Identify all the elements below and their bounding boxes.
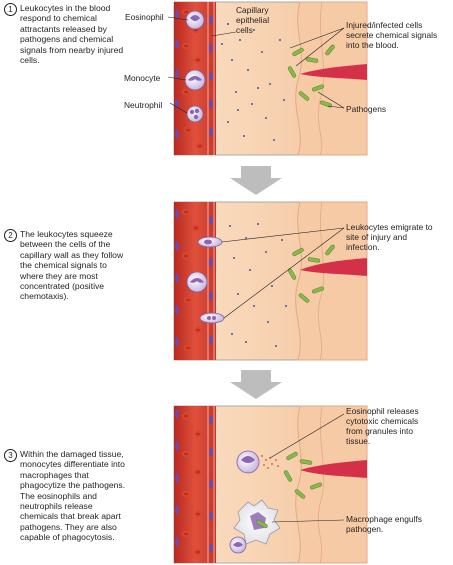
neutrophil-cell <box>186 105 204 123</box>
squeezing-neutrophil <box>199 312 225 324</box>
leaders-panel-1 <box>167 16 345 114</box>
label-leukocytes-emigrate: Leukocytes emigrate to site of injury an… <box>346 222 433 252</box>
label-macrophage-engulfs: Macrophage engulfs pathogen. <box>346 514 422 534</box>
leaders-panel-3 <box>269 413 345 523</box>
monocyte-cell-3 <box>229 536 247 554</box>
monocyte-cell <box>184 69 206 91</box>
eosinophil-releasing <box>236 450 279 474</box>
chemical-signals <box>221 23 285 141</box>
step-text: Within the damaged tissue, monocytes dif… <box>20 449 126 543</box>
label-pathogens: Pathogens <box>346 104 387 114</box>
label-neutrophil: Neutrophil <box>124 100 163 110</box>
panel-3 <box>173 405 368 564</box>
squeezing-eosinophil <box>197 236 223 248</box>
macrophage-cell <box>233 499 281 545</box>
migrating-monocyte <box>186 271 208 293</box>
step-text: Leukocytes in the blood respond to chemi… <box>20 3 124 66</box>
label-capillary-epithelial-cells: Capillary epithelial cells <box>236 5 270 35</box>
eosinophil-cell <box>185 10 205 30</box>
label-eosinophil: Eosinophil <box>125 12 164 22</box>
step-number: 3 <box>4 449 17 462</box>
label-injured-cells: Injured/infected cells secrete chemical … <box>346 20 438 50</box>
step-number: 1 <box>4 3 17 16</box>
label-monocyte: Monocyte <box>124 73 161 83</box>
panel-1 <box>173 1 368 156</box>
label-eosinophil-releases: Eosinophil releases cytotoxic chemicals … <box>346 406 419 446</box>
down-arrow-2 <box>230 370 282 399</box>
down-arrow-1 <box>230 166 282 195</box>
leaders-panel-2 <box>221 227 345 319</box>
step-text: The leukocytes squeeze between the cells… <box>20 229 124 302</box>
panel-2 <box>173 201 368 361</box>
wound <box>300 64 367 80</box>
step-number: 2 <box>4 229 17 242</box>
